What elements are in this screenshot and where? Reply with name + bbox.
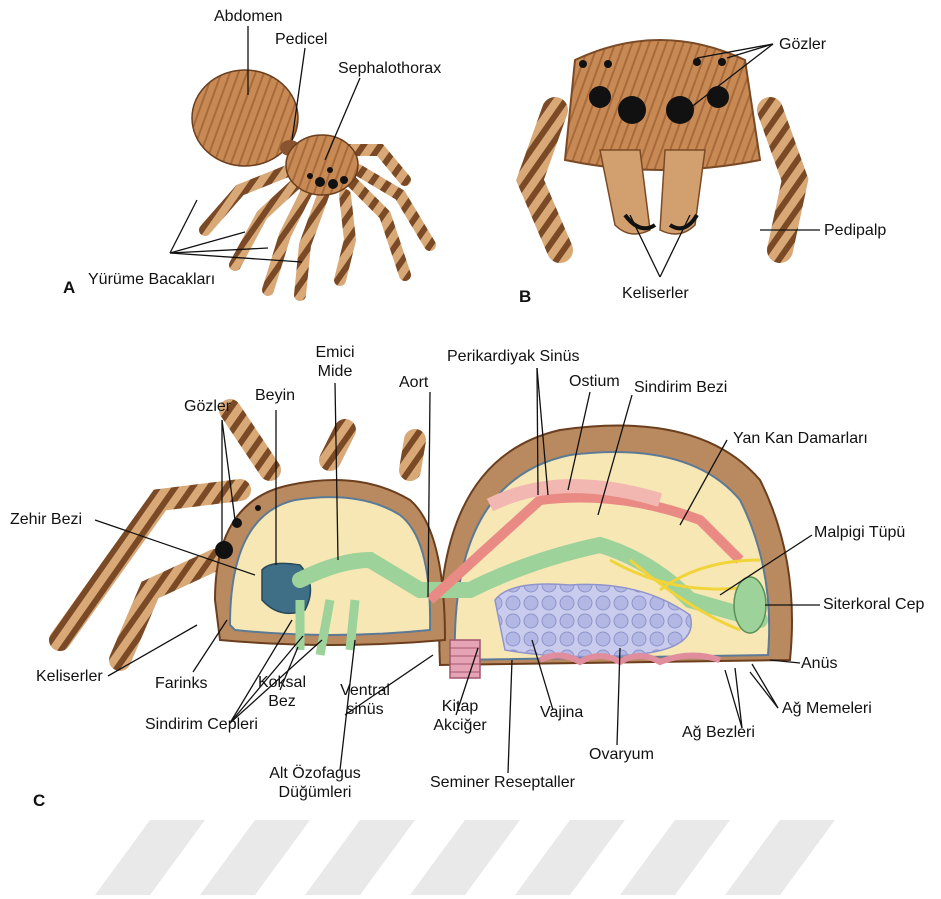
label-chelicerae-c: Keliserler (36, 667, 103, 686)
label-seminal-receptacles: Seminer Reseptaller (430, 773, 575, 792)
label-malpighian-tubule: Malpigi Tüpü (814, 523, 905, 542)
label-pedipalp: Pedipalp (824, 221, 886, 240)
label-abdomen: Abdomen (214, 7, 283, 26)
label-stercoral-pocket: Siterkoral Cep (823, 595, 924, 614)
panel-c-section (60, 410, 792, 678)
panel-label-b: B (519, 287, 531, 307)
label-digestive-caeca: Sindirim Cepleri (145, 715, 258, 734)
label-digestive-gland: Sindirim Bezi (634, 378, 727, 397)
label-book-lung-2: Akciğer (420, 716, 500, 735)
label-ovary: Ovaryum (589, 745, 654, 764)
label-pedicel: Pedicel (275, 30, 327, 49)
panel-b-face (530, 40, 795, 250)
label-spinnerets: Ağ Memeleri (782, 699, 872, 718)
label-subesophageal-ganglia-2: Düğümleri (250, 783, 380, 802)
label-silk-glands: Ağ Bezleri (682, 723, 755, 742)
label-brain: Beyin (255, 386, 295, 405)
label-sucking-stomach-1: Emici (300, 343, 370, 362)
label-venom-gland: Zehir Bezi (10, 510, 82, 529)
watermark (95, 820, 835, 895)
panel-a-spider (192, 70, 430, 295)
label-pericardial-sinus: Perikardiyak Sinüs (447, 347, 580, 366)
label-aorta: Aort (399, 373, 428, 392)
label-ventral-sinus-2: sinüs (330, 700, 400, 719)
panel-label-c: C (33, 791, 45, 811)
label-eyes-b: Gözler (779, 35, 826, 54)
label-vagina: Vajina (540, 703, 583, 722)
label-ventral-sinus-1: Ventral (330, 681, 400, 700)
panel-label-a: A (63, 278, 75, 298)
label-eyes-c: Gözler (184, 397, 231, 416)
label-cephalothorax: Sephalothorax (338, 59, 441, 78)
label-coxal-gland-1: Koksal (252, 673, 312, 692)
label-lateral-vessels: Yan Kan Damarları (733, 429, 868, 448)
label-sucking-stomach-2: Mide (300, 362, 370, 381)
label-coxal-gland-2: Bez (252, 692, 312, 711)
label-walking-legs: Yürüme Bacakları (88, 270, 215, 289)
label-subesophageal-ganglia-1: Alt Özofagus (250, 764, 380, 783)
label-ostium: Ostium (569, 372, 620, 391)
label-pharynx: Farinks (155, 674, 207, 693)
label-book-lung-1: Kitap (420, 697, 500, 716)
label-anus: Anüs (801, 654, 837, 673)
label-chelicerae-b: Keliserler (622, 284, 689, 303)
